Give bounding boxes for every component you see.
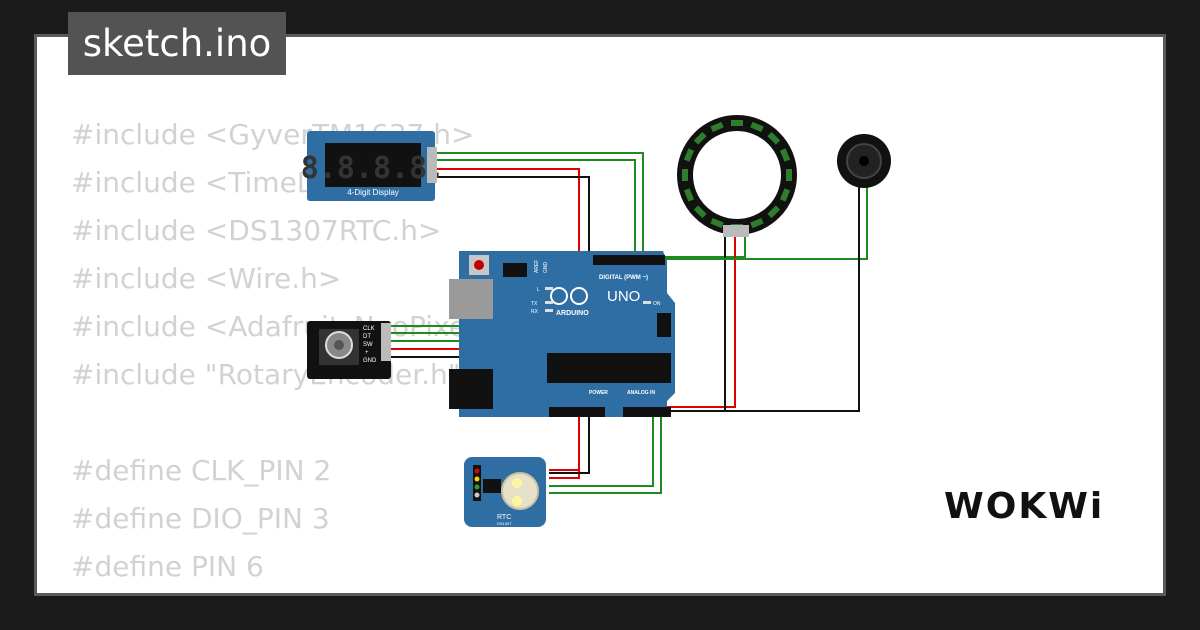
ring-led [693, 205, 707, 219]
ring-led [750, 217, 764, 229]
ring-leds [682, 120, 792, 230]
wire-rtc-scl [549, 408, 662, 494]
arduino-uno-board[interactable]: AREF GND DIGITAL (PWM ~) L TX RX UNO ARD… [449, 251, 675, 417]
ring-led [710, 121, 724, 133]
board-text: AREF GND DIGITAL (PWM ~) L TX RX UNO ARD… [531, 260, 661, 396]
project-card: #include <GyverTM1637.h>#include <TimeLi… [34, 34, 1166, 596]
on-label: ON [653, 301, 661, 307]
ring-led [779, 148, 791, 162]
tx-label: TX [531, 301, 538, 307]
power-label: POWER [589, 390, 608, 396]
ring-led [767, 205, 781, 219]
code-line: #include <DS1307RTC.h> [71, 214, 442, 247]
circuit-diagram: 8.8.8.8. 4-Digit Display CLK DT SW + GND [301, 115, 891, 527]
neopixel-ring[interactable] [677, 115, 797, 237]
ring-led [767, 131, 781, 145]
wire-display-dio [435, 159, 636, 266]
l-label: L [537, 287, 540, 293]
board-brand: UNO [607, 288, 640, 305]
wire-buzzer-gnd [723, 183, 860, 412]
sketch-title: sketch.ino [68, 12, 286, 75]
digital-label: DIGITAL (PWM ~) [599, 275, 648, 281]
aref-label: AREF [534, 260, 540, 273]
four-digit-display[interactable]: 8.8.8.8. 4-Digit Display [301, 131, 446, 201]
encoder-pin-sw: SW [363, 342, 373, 348]
ring-led [682, 169, 688, 181]
encoder-pin-vcc: + [365, 350, 369, 356]
wokwi-logo: WOKWi [944, 486, 1105, 527]
rtc-label: RTC [497, 514, 511, 521]
code-line: #include <Wire.h> [71, 262, 342, 295]
buzzer[interactable] [837, 134, 891, 188]
code-line: #define DIO_PIN 3 [71, 502, 330, 535]
analog-label: ANALOG IN [627, 390, 655, 396]
board-maker: ARDUINO [556, 310, 589, 317]
ring-led [750, 121, 764, 133]
encoder-pin-gnd: GND [363, 358, 377, 364]
rotary-encoder[interactable]: CLK DT SW + GND [307, 321, 391, 379]
ring-led [786, 169, 792, 181]
code-line: #define PIN 6 [71, 550, 264, 583]
code-line: #define CLK_PIN 2 [71, 454, 332, 487]
ring-led [779, 188, 791, 202]
ring-led [693, 131, 707, 145]
gnd-label: GND [543, 262, 549, 274]
encoder-pin-labels: CLK DT SW + GND [363, 326, 377, 364]
rx-label: RX [531, 309, 539, 315]
ring-led [710, 217, 724, 229]
display-label: 4-Digit Display [347, 188, 399, 197]
encoder-pin-clk: CLK [363, 326, 375, 332]
wire-buzzer-sig [653, 183, 868, 260]
ring-led [683, 188, 695, 202]
rtc-chip-label: DS1307 [497, 521, 512, 526]
ring-led [683, 148, 695, 162]
display-digits: 8.8.8.8. [301, 151, 446, 186]
wire-rtc-sda [549, 408, 654, 487]
rtc-module[interactable]: RTC DS1307 [464, 457, 546, 527]
ring-led [731, 120, 743, 126]
encoder-pin-dt: DT [363, 334, 371, 340]
